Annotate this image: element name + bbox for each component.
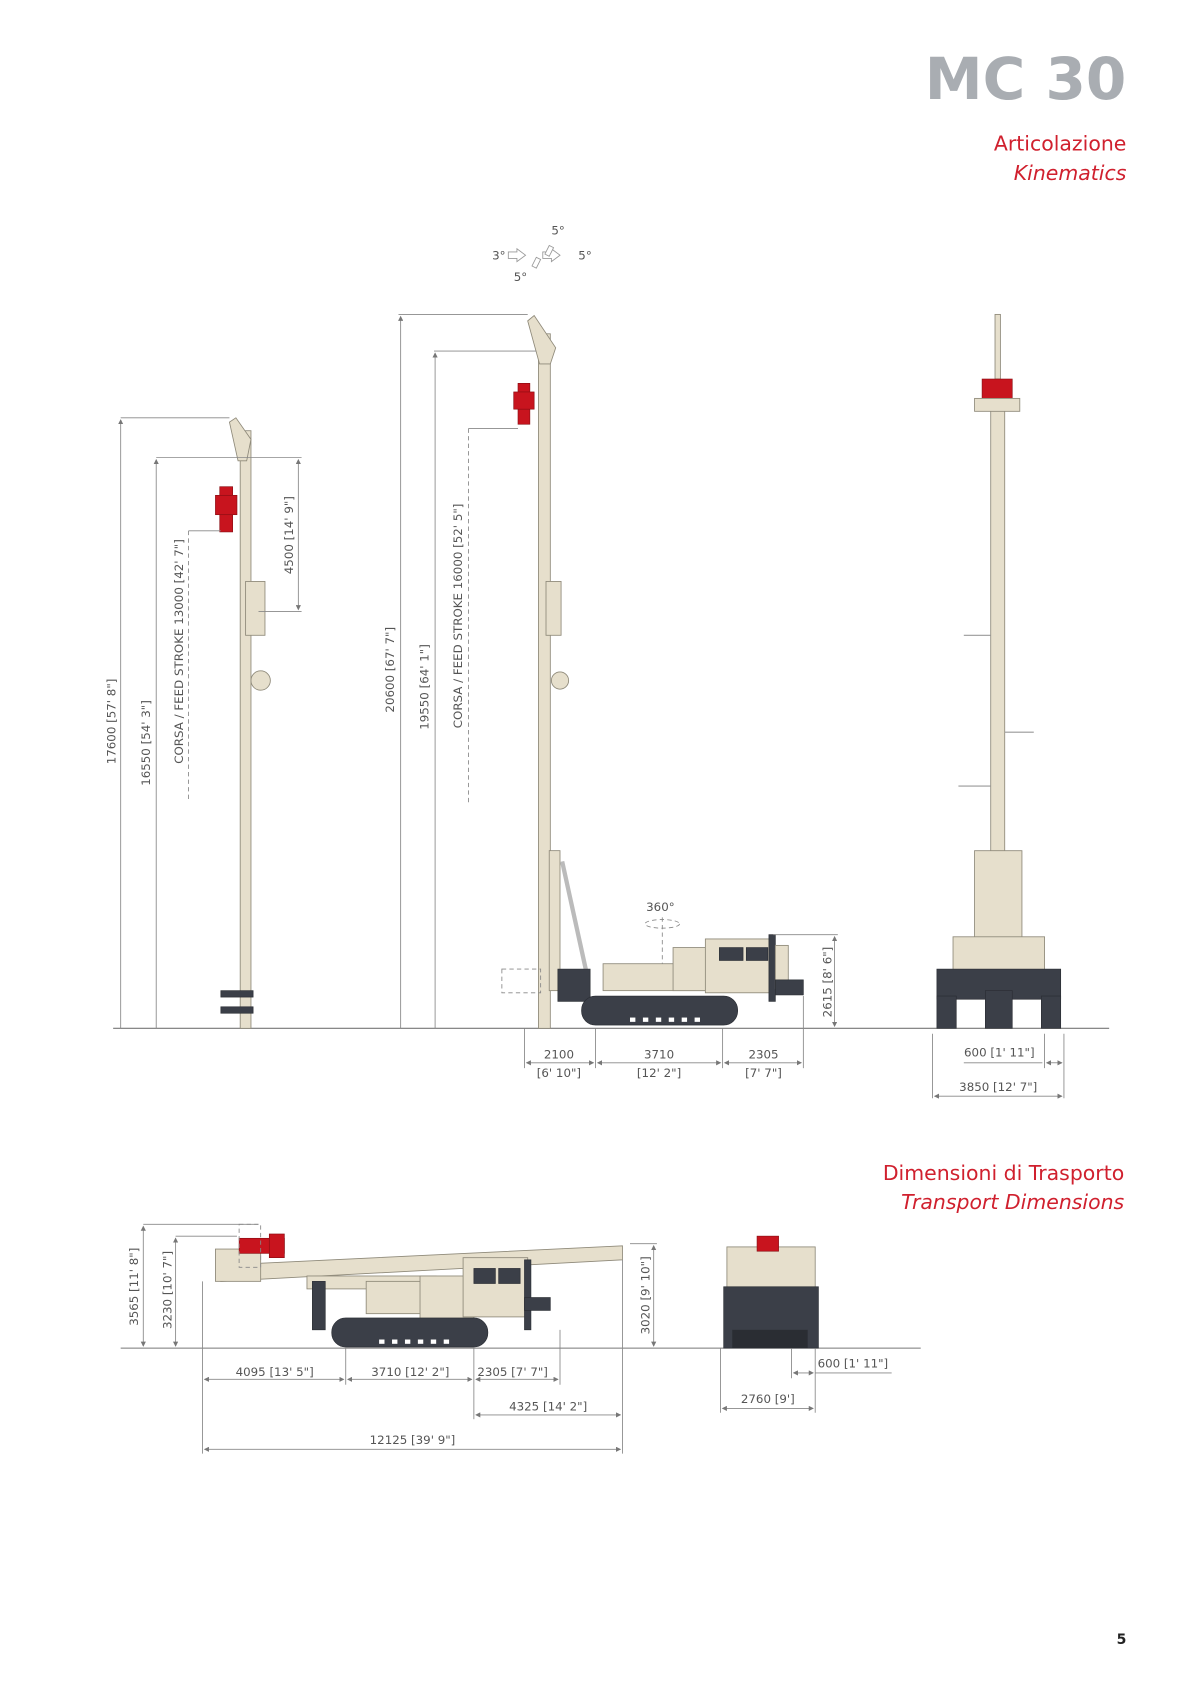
rear-width-label: 2760 [9'] (741, 1392, 795, 1406)
rig-front-view: 600 [1' 11"] 3850 [12' 7"] (932, 313, 1065, 1099)
rig-side-view-short-mast: 17600 [57' 8"] 16550 [54' 3"] CORSA / FE… (104, 417, 302, 1029)
dim-2305-mm: 2305 (748, 1047, 778, 1061)
angle-right-label: 5° (578, 249, 591, 263)
page-number: 5 (1117, 1632, 1127, 1648)
tilt-forward-icon (544, 244, 555, 257)
body-height-label: 2615 [8' 6"] (820, 947, 834, 1018)
offset-label: 600 [1' 11"] (964, 1045, 1035, 1059)
section-title-english: Kinematics (1014, 161, 1127, 185)
transport-rear-view: 600 [1' 11"] 2760 [9'] (720, 1235, 892, 1413)
dim-3710-mm: 3710 (644, 1047, 674, 1061)
dim-3710-ft: [12' 2"] (637, 1066, 681, 1080)
angle-left-label: 3° (492, 249, 505, 263)
transport-title-english: Transport Dimensions (901, 1190, 1124, 1214)
length-tracks-label: 3710 [12' 2"] (371, 1365, 449, 1379)
feed-stroke-label: CORSA / FEED STROKE 13000 [42' 7"] (172, 539, 186, 764)
kinematics-indicator: 3° 5° 5° 5° (492, 224, 592, 284)
mast-height-label: 19550 [64' 1"] (418, 644, 432, 730)
length-rear-label: 2305 [7' 7"] (477, 1365, 548, 1379)
mast-height-label: 16550 [54' 3"] (139, 700, 153, 786)
total-height-label: 17600 [57' 8"] (104, 679, 118, 765)
width-label: 3850 [12' 7"] (959, 1080, 1037, 1094)
angle-top-label: 5° (551, 224, 564, 238)
height-mast-label: 3230 [10' 7"] (160, 1251, 174, 1329)
height-rear-label: 3020 [9' 10"] (638, 1256, 652, 1334)
length-total-label: 12125 [39' 9"] (370, 1433, 456, 1447)
transport-title-italian: Dimensioni di Trasporto (883, 1161, 1124, 1185)
feed-stroke-label: CORSA / FEED STROKE 16000 [52' 5"] (451, 504, 465, 729)
length-overhang-label: 4325 [14' 2"] (509, 1400, 587, 1414)
rig-side-view-long-mast: 360° 20600 [67' 7"] 19550 [64' 1"] CORSA… (383, 313, 838, 1080)
dim-2100-ft: [6' 10"] (537, 1066, 581, 1080)
rotation-label: 360° (646, 900, 674, 914)
extension-label: 4500 [14' 9"] (282, 496, 296, 574)
dim-2305-ft: [7' 7"] (745, 1066, 782, 1080)
model-title: MC 30 (925, 45, 1127, 113)
dim-2100-mm: 2100 (544, 1047, 574, 1061)
transport-side-view: 3565 [11' 8"] 3230 [10' 7"] 3020 [9' 10"… (127, 1223, 657, 1454)
tilt-back-icon (531, 256, 542, 269)
total-height-label: 20600 [67' 7"] (383, 627, 397, 713)
section-title-italian: Articolazione (994, 132, 1126, 156)
rear-offset-label: 600 [1' 11"] (818, 1357, 889, 1371)
arrow-left-icon (507, 247, 527, 263)
angle-bottom-label: 5° (514, 270, 527, 284)
height-total-label: 3565 [11' 8"] (127, 1248, 141, 1326)
length-front-label: 4095 [13' 5"] (236, 1365, 314, 1379)
